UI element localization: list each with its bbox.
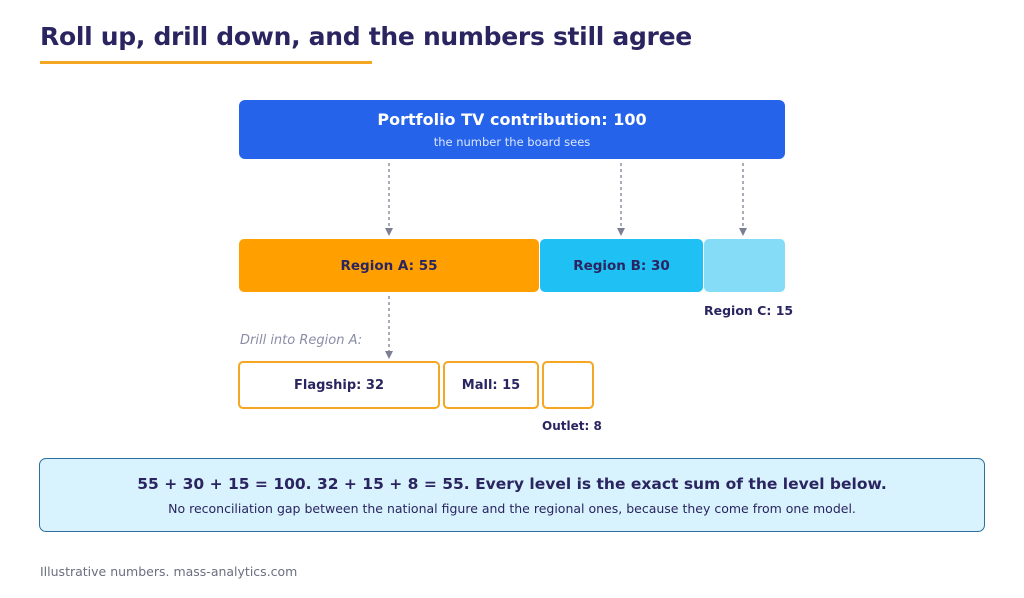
drill-label: Drill into Region A: (240, 333, 363, 348)
outlet-label: Outlet: 8 (542, 419, 602, 433)
store-flagship-label: Flagship: 32 (294, 377, 384, 393)
store-outlet-box (542, 361, 594, 409)
page-title: Roll up, drill down, and the numbers sti… (40, 22, 692, 51)
region-c-label: Region C: 15 (704, 303, 794, 318)
region-b-box: Region B: 30 (540, 239, 703, 292)
region-c-box (704, 239, 785, 292)
store-flagship-box: Flagship: 32 (238, 361, 440, 409)
store-mall-label: Mall: 15 (461, 377, 521, 393)
portfolio-box: Portfolio TV contribution: 100 the numbe… (239, 100, 785, 159)
summary-note: 55 + 30 + 15 = 100. 32 + 15 + 8 = 55. Ev… (39, 458, 985, 532)
title-underline (40, 61, 372, 64)
region-a-box: Region A: 55 (239, 239, 539, 292)
note-headline: 55 + 30 + 15 = 100. 32 + 15 + 8 = 55. Ev… (137, 474, 887, 493)
portfolio-label: Portfolio TV contribution: 100 (377, 110, 647, 129)
store-mall-box: Mall: 15 (443, 361, 539, 409)
note-body: No reconciliation gap between the nation… (168, 500, 856, 516)
footer-note: Illustrative numbers. mass-analytics.com (40, 564, 298, 579)
region-b-label: Region B: 30 (573, 257, 670, 274)
portfolio-sublabel: the number the board sees (433, 135, 591, 149)
region-a-label: Region A: 55 (340, 257, 438, 274)
